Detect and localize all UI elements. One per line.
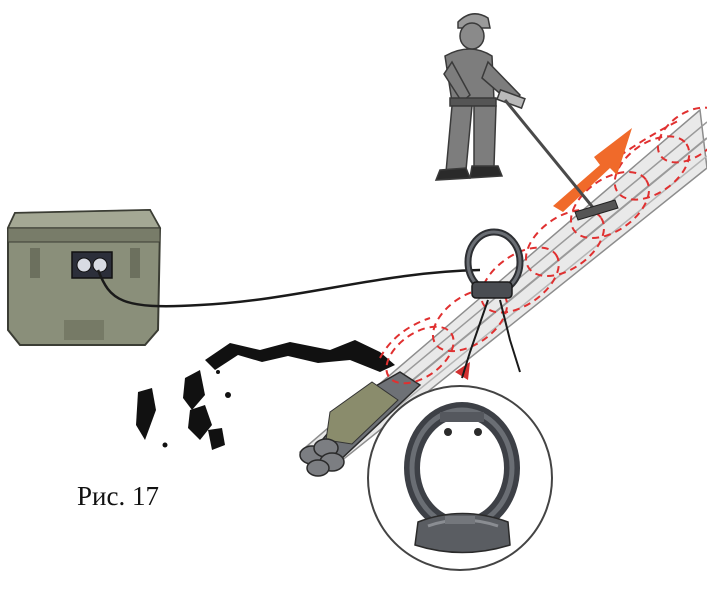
transmitter-box <box>8 210 160 345</box>
cable-conductors <box>300 439 344 476</box>
magnified-clamp <box>368 386 552 570</box>
operator-with-locator <box>436 14 525 180</box>
figure-caption: Рис. 17 <box>77 481 159 512</box>
locator-shaft <box>505 100 595 210</box>
